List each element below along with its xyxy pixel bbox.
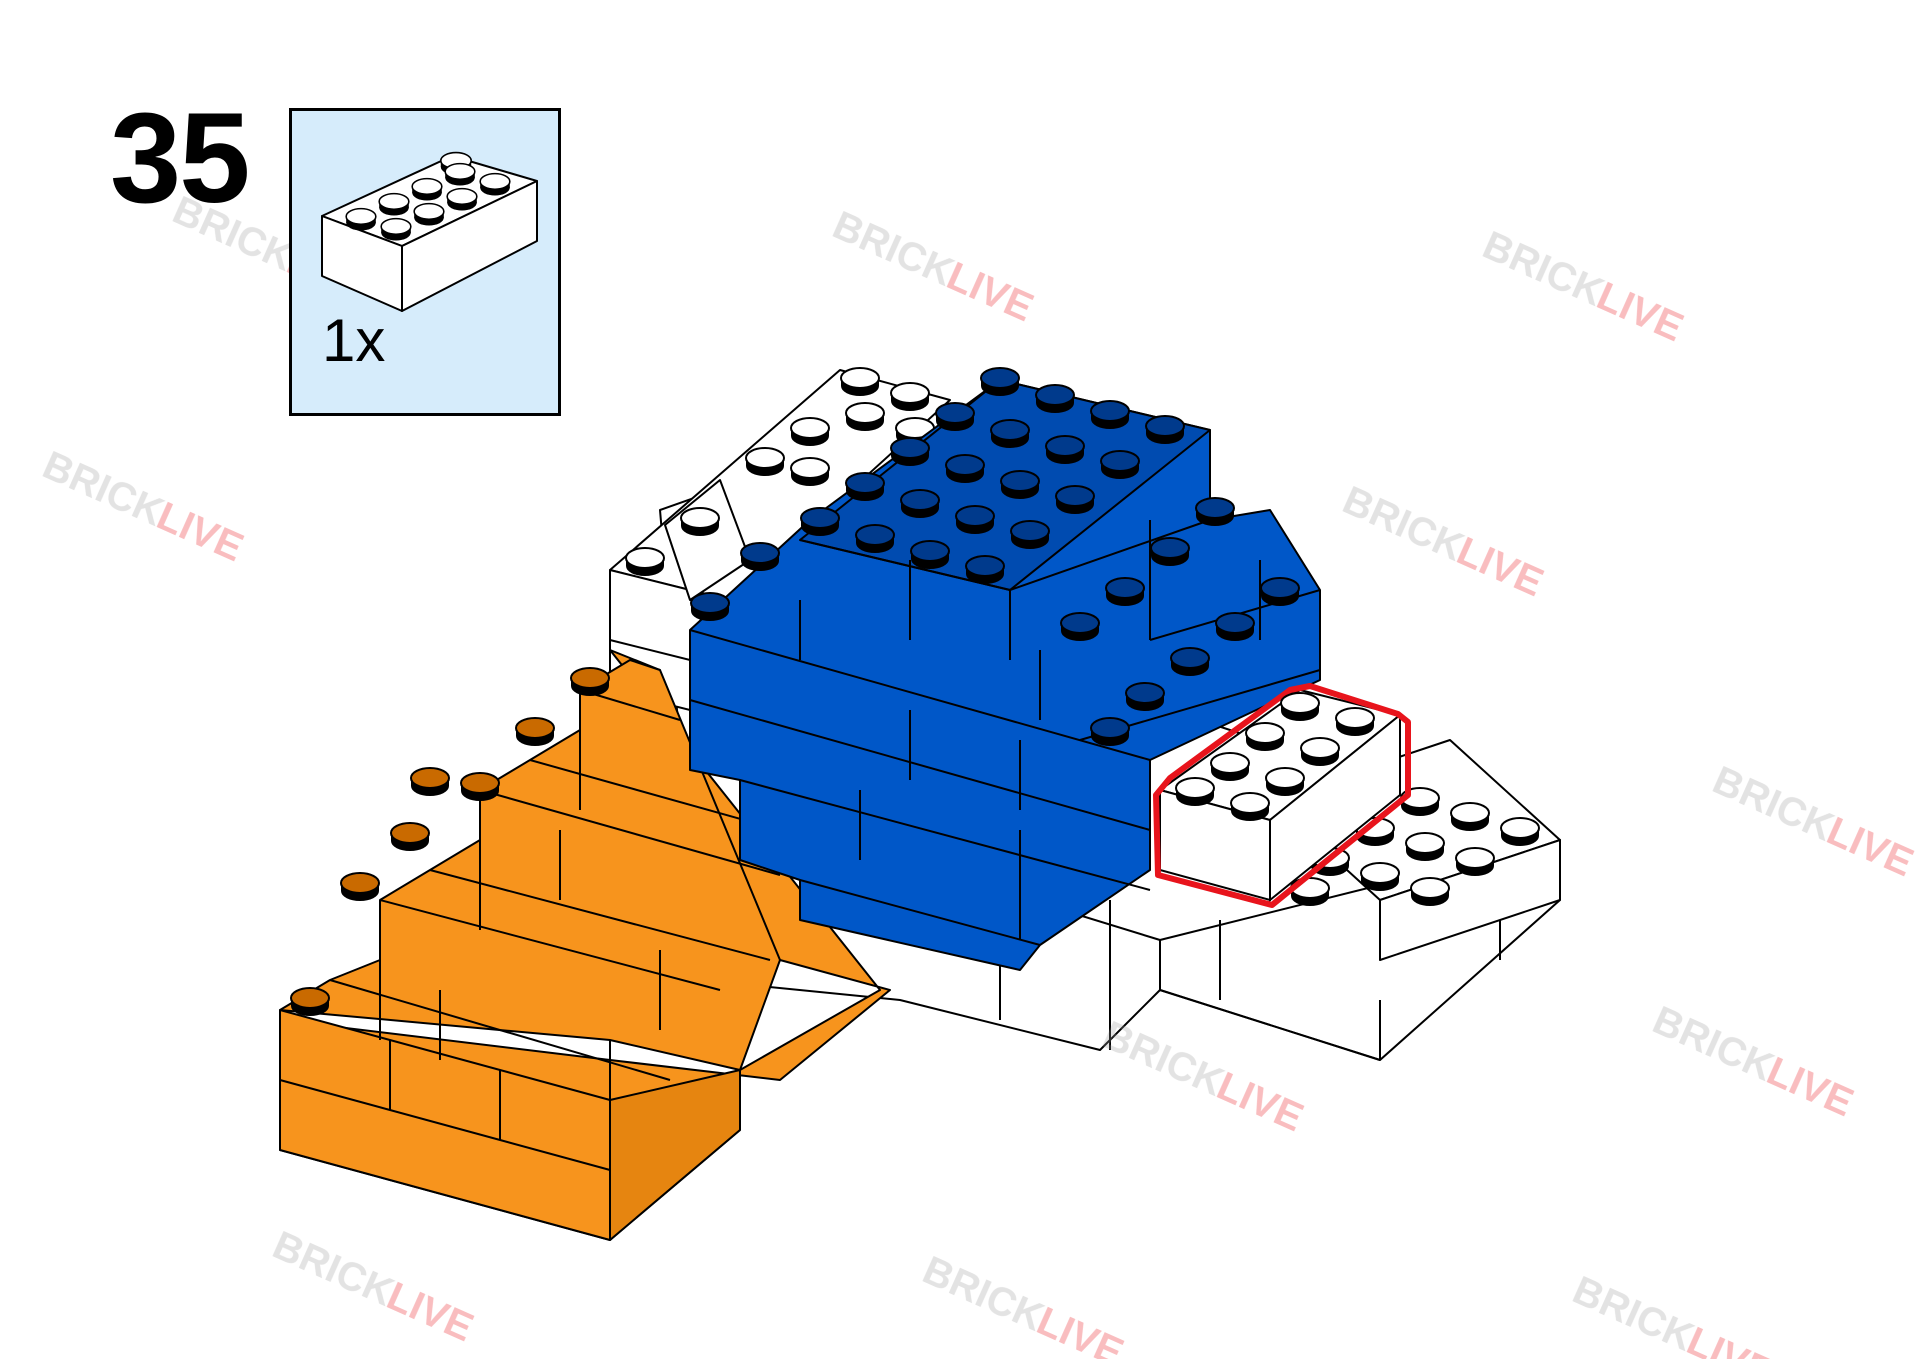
step-number: 35 bbox=[110, 87, 250, 230]
watermark-text: BRICK bbox=[1476, 223, 1610, 315]
watermark-text: LIVE bbox=[1821, 809, 1920, 885]
watermark-text: LIVE bbox=[1451, 529, 1550, 605]
watermark-text: LIVE bbox=[941, 254, 1040, 330]
parts-callout: 1x bbox=[289, 108, 561, 416]
part-quantity: 1x bbox=[322, 307, 386, 374]
watermark-text: LIVE bbox=[1031, 1299, 1130, 1359]
watermark-text: BRICK bbox=[1566, 1268, 1700, 1359]
watermark-text: LIVE bbox=[381, 1274, 480, 1350]
watermark-text: LIVE bbox=[1761, 1049, 1860, 1125]
watermark-text: LIVE bbox=[1211, 1064, 1310, 1140]
watermark-text: LIVE bbox=[1681, 1319, 1780, 1359]
watermark-text: BRICK bbox=[1096, 1013, 1230, 1105]
watermark-text: BRICK bbox=[1336, 478, 1470, 570]
watermark-text: BRICK bbox=[826, 203, 960, 295]
watermark-text: BRICK bbox=[36, 443, 170, 535]
orange-stair-bricks bbox=[279, 649, 891, 1241]
watermark-text: BRICK bbox=[916, 1248, 1050, 1340]
watermark-text: BRICK bbox=[266, 1223, 400, 1315]
watermark-text: LIVE bbox=[151, 494, 250, 570]
watermark-text: BRICK bbox=[1646, 998, 1780, 1090]
watermark-text: LIVE bbox=[1591, 274, 1690, 350]
watermark-text: BRICK bbox=[1706, 758, 1840, 850]
brick-2x4-icon bbox=[321, 151, 538, 312]
